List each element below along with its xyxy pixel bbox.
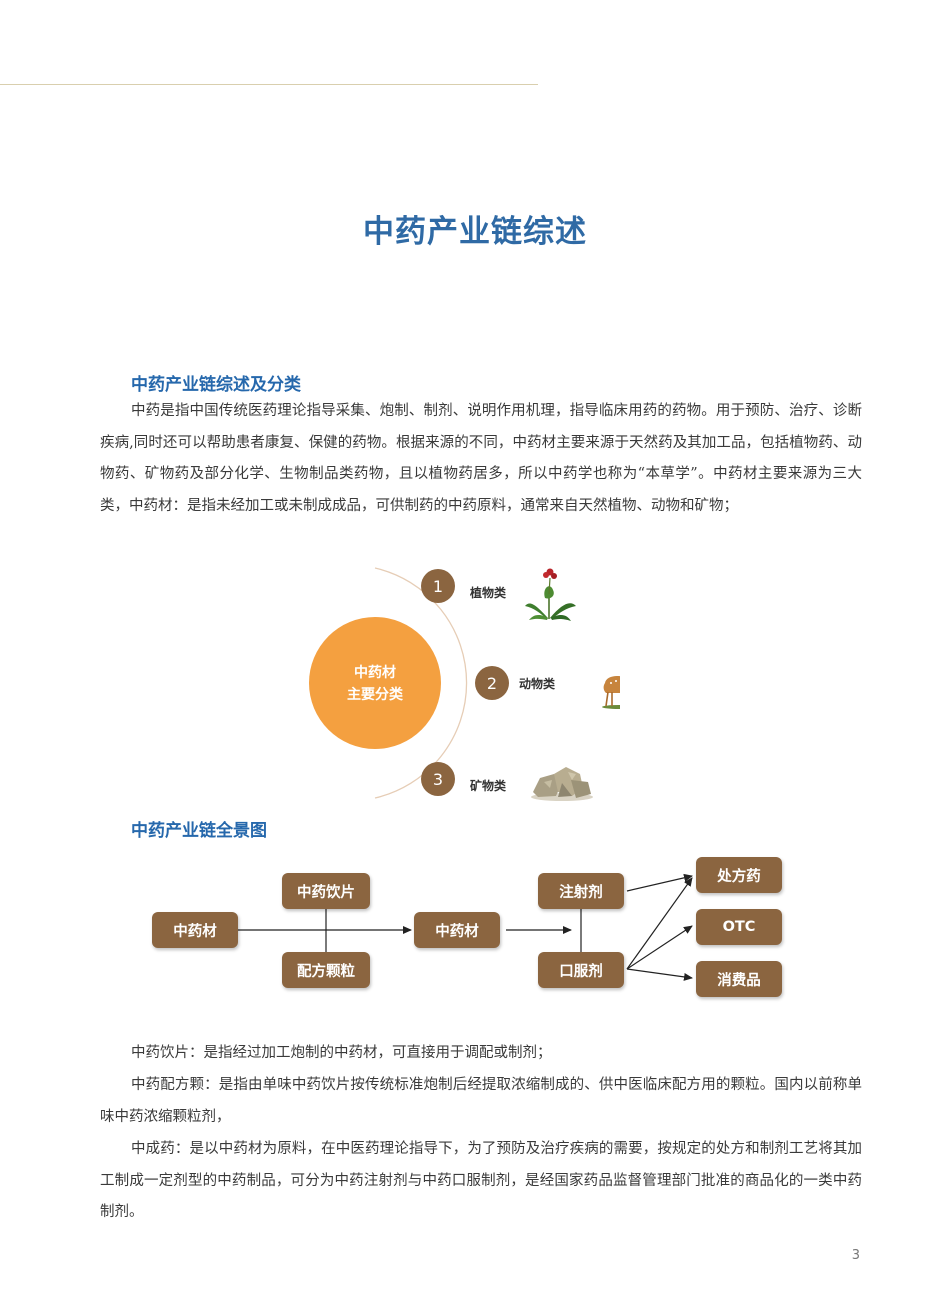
node-formula-granules: 配方颗粒 bbox=[282, 952, 370, 988]
node-middle-material: 中药材 bbox=[414, 912, 500, 948]
node-raw-material: 中药材 bbox=[152, 912, 238, 948]
category-label-mineral: 矿物类 bbox=[470, 778, 507, 793]
plant-icon bbox=[525, 568, 576, 621]
category-diagram: 中药材 主要分类 1 植物类 2 动物类 3 矿物类 bbox=[309, 567, 620, 801]
node-injection: 注射剂 bbox=[538, 873, 624, 909]
category-label-plant: 植物类 bbox=[469, 585, 507, 600]
definition-formula-granules: 中药配方颗：是指由单味中药饮片按传统标准炮制后经提取浓缩制成的、供中医临床配方用… bbox=[100, 1077, 862, 1125]
arrow-oral-prescription bbox=[626, 877, 693, 970]
center-label-line2: 主要分类 bbox=[347, 686, 404, 703]
arrow-injection-prescription bbox=[626, 873, 693, 892]
badge-2-number: 2 bbox=[487, 674, 497, 693]
badge-1-number: 1 bbox=[433, 577, 443, 596]
node-consumer: 消费品 bbox=[696, 961, 782, 997]
definition-patent-medicine: 中成药：是以中药材为原料，在中医药理论指导下，为了预防及治疗疾病的需要，按规定的… bbox=[100, 1141, 862, 1220]
badge-2 bbox=[475, 666, 509, 700]
page-title: 中药产业链综述 bbox=[363, 214, 587, 250]
category-label-animal: 动物类 bbox=[519, 676, 556, 691]
arrow-oral-consumer bbox=[626, 968, 693, 981]
deer-icon bbox=[602, 675, 620, 709]
badge-3-number: 3 bbox=[433, 770, 443, 789]
definition-decoction-pieces: 中药饮片：是指经过加工炮制的中药材，可直接用于调配或制剂； bbox=[131, 1045, 552, 1061]
node-otc: OTC bbox=[696, 909, 782, 945]
overview-paragraph: 中药是指中国传统医药理论指导采集、炮制、制剂、说明作用机理，指导临床用药的药物。… bbox=[100, 403, 862, 514]
node-prescription: 处方药 bbox=[696, 857, 782, 893]
badge-3 bbox=[421, 762, 455, 796]
section-heading-panorama: 中药产业链全景图 bbox=[131, 821, 267, 841]
section-heading-overview: 中药产业链综述及分类 bbox=[131, 375, 301, 395]
header-rule bbox=[0, 84, 538, 85]
node-oral: 口服剂 bbox=[538, 952, 624, 988]
center-circle bbox=[309, 617, 441, 749]
category-arc bbox=[374, 567, 468, 799]
badge-1 bbox=[421, 569, 455, 603]
node-decoction-pieces: 中药饮片 bbox=[282, 873, 370, 909]
mineral-icon bbox=[531, 767, 593, 801]
page-number: 3 bbox=[851, 1248, 860, 1263]
center-label-line1: 中药材 bbox=[354, 664, 396, 681]
arrow-oral-otc bbox=[626, 925, 693, 970]
